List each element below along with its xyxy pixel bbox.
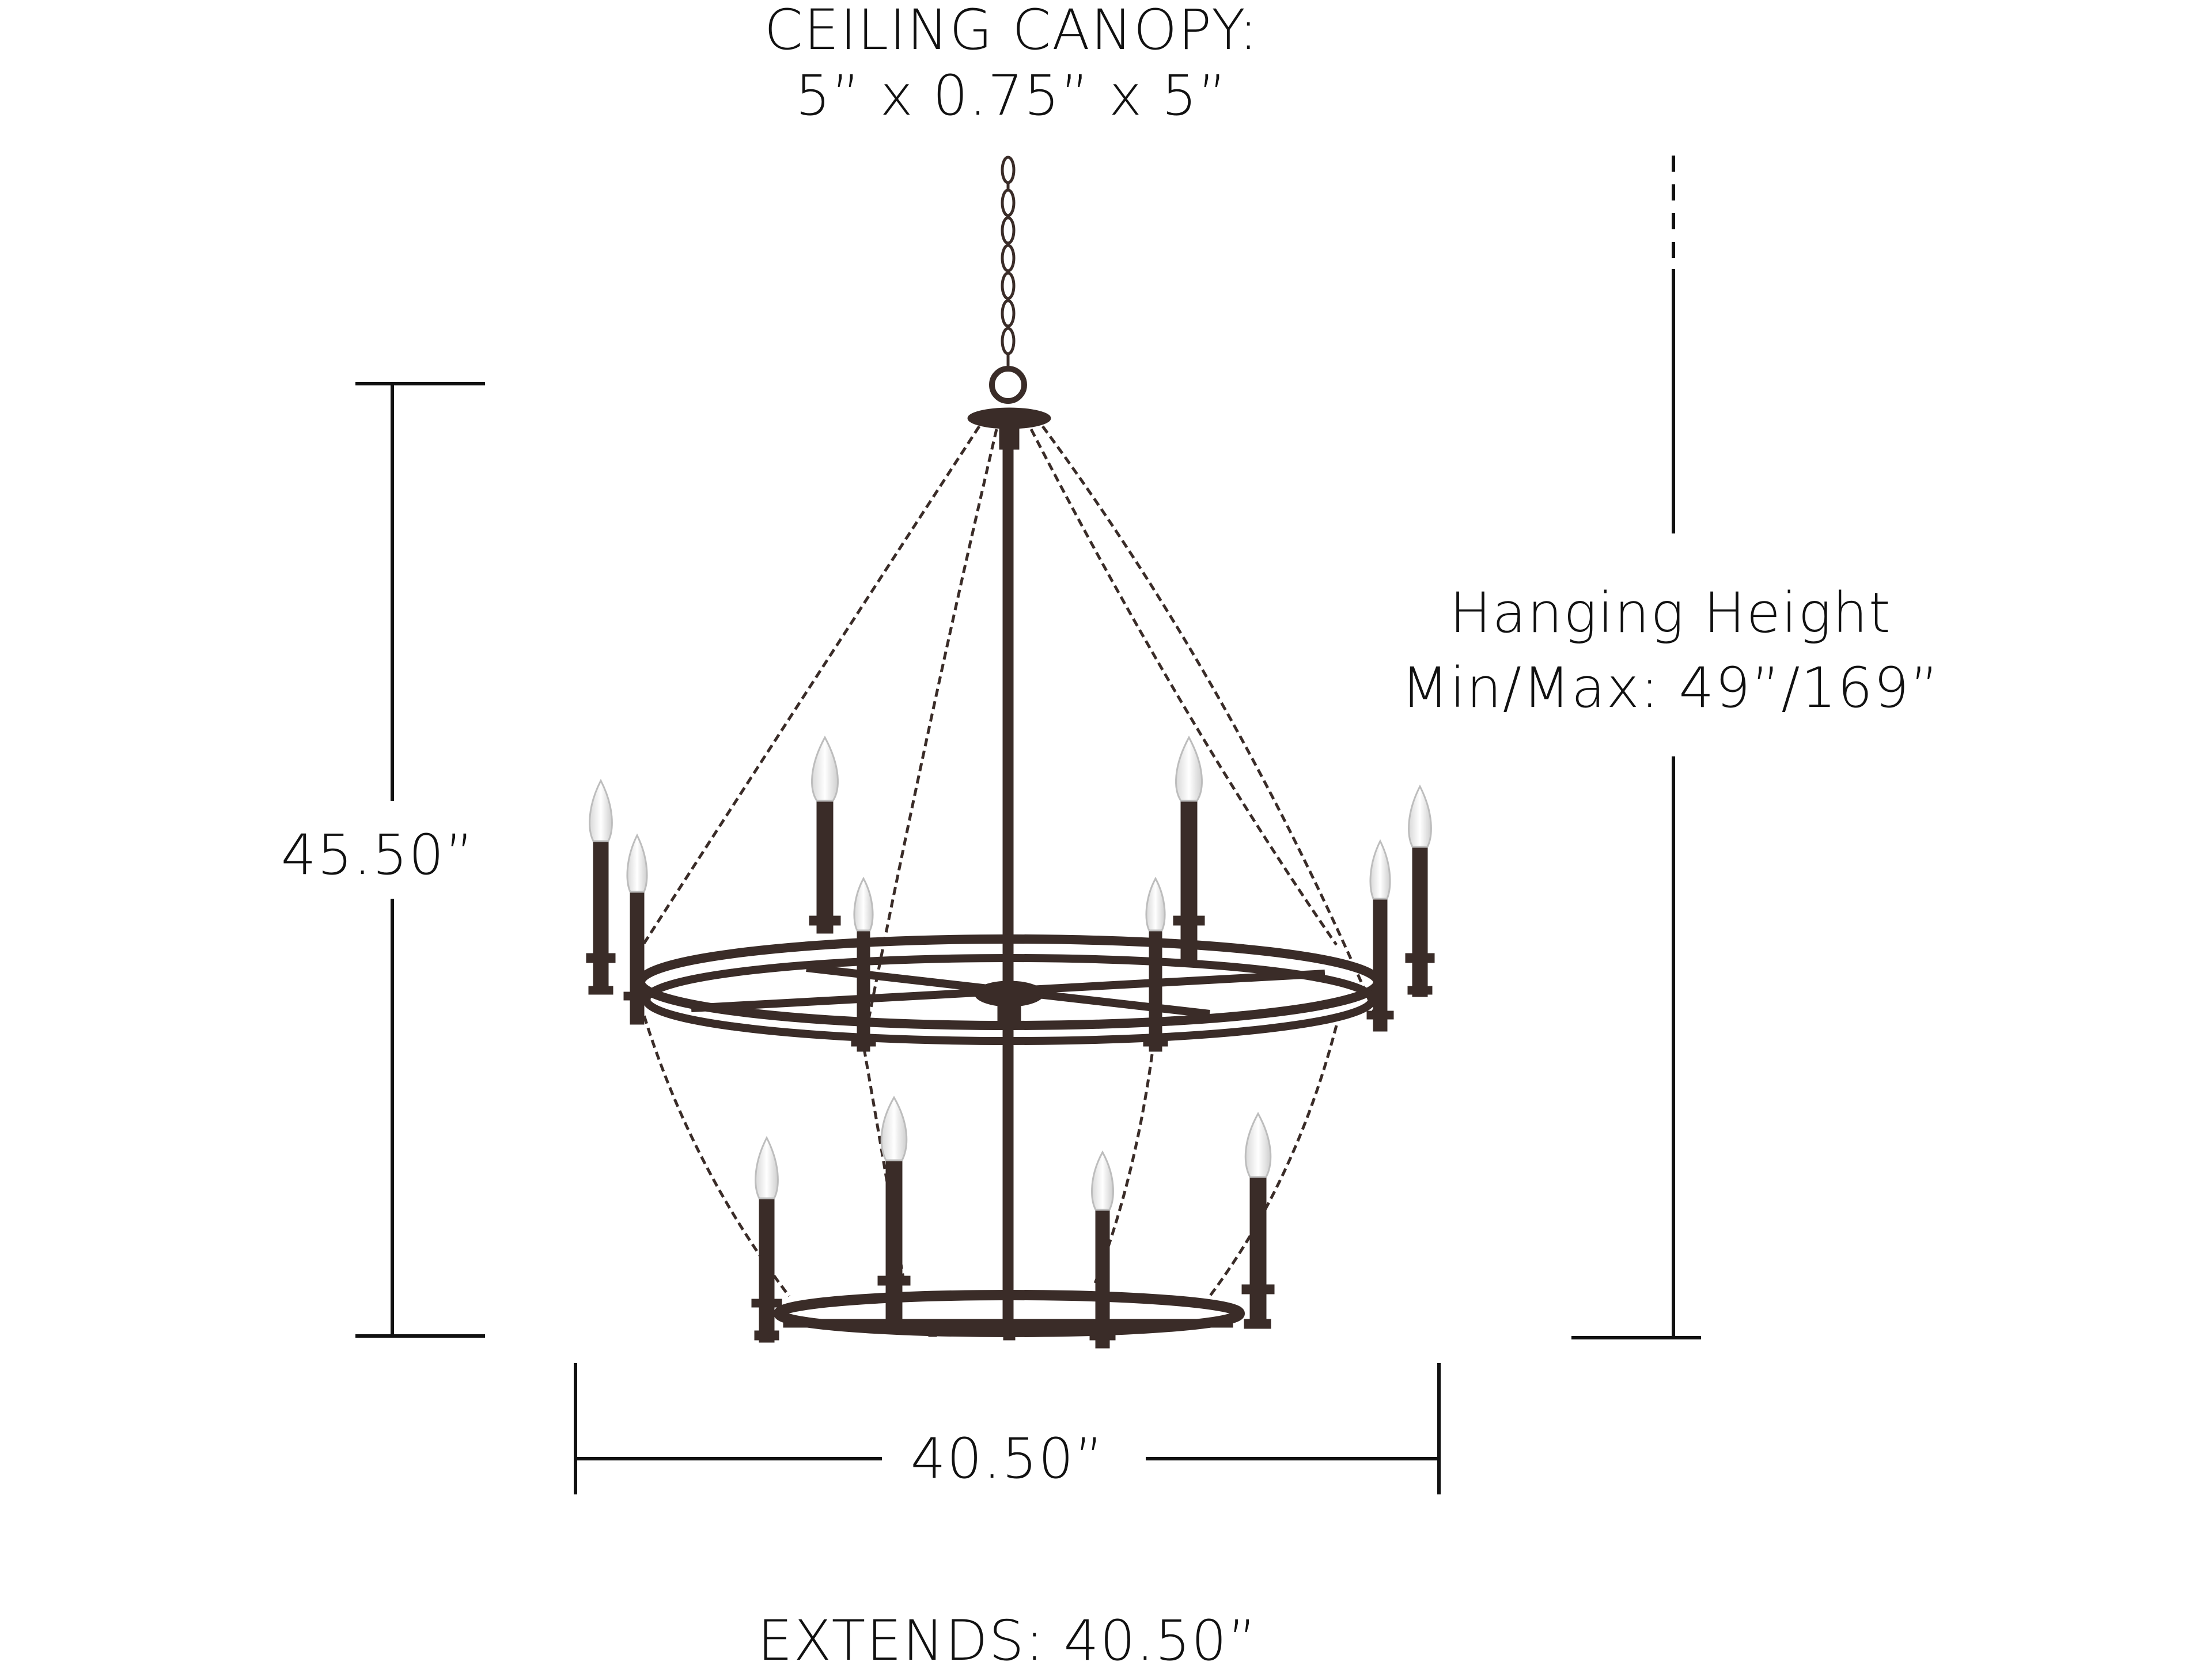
canopy-label: CEILING CANOPY: — [764, 0, 1259, 62]
width-value: 40.50” — [910, 1426, 1105, 1491]
center-rod — [1002, 437, 1014, 1337]
hanging-height-dimension-line — [1571, 156, 1701, 1339]
hanging-height-label: Hanging Height — [1449, 581, 1892, 645]
height-dimension-line — [355, 382, 485, 1338]
chandelier-illustration — [586, 156, 1435, 1349]
bulbs — [589, 735, 1432, 1211]
extends-label: EXTENDS: 40.50” — [757, 1608, 1258, 1673]
canopy-dimensions: 5” x 0.75” x 5” — [795, 63, 1228, 128]
hanging-height-value: Min/Max: 49”/169” — [1401, 656, 1940, 720]
upper-candles — [586, 800, 1435, 1052]
hanging-chain — [989, 156, 1027, 404]
height-value: 45.50” — [281, 823, 475, 887]
width-dimension-line — [574, 1363, 1441, 1494]
lower-candles — [751, 1160, 1275, 1349]
